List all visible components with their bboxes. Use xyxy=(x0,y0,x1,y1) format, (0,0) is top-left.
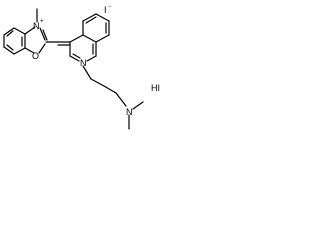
quinoline-nitrogen-label: N xyxy=(80,58,87,68)
methine-bridge xyxy=(45,41,71,46)
oxazole-oxygen-label: O xyxy=(32,51,39,61)
benzoxazolium-nitrogen-label: N xyxy=(33,21,40,31)
iodide-counterion: I xyxy=(104,5,107,15)
quinoline-pyridine-ring xyxy=(69,34,97,62)
iodide-charge: − xyxy=(108,4,112,10)
oxazole-ring xyxy=(24,26,48,54)
benzoxazole-benzene-ring xyxy=(3,27,26,55)
dimethylaminopropyl-chain xyxy=(82,65,144,130)
amine-nitrogen-label: N xyxy=(126,107,133,117)
hydroiodide-counterion: HI xyxy=(151,83,160,93)
benzoxazolium-charge: + xyxy=(40,19,44,25)
quinoline-benzo-ring xyxy=(82,13,110,43)
chemical-structure-diagram: N + O N N I − HI xyxy=(3,4,160,130)
